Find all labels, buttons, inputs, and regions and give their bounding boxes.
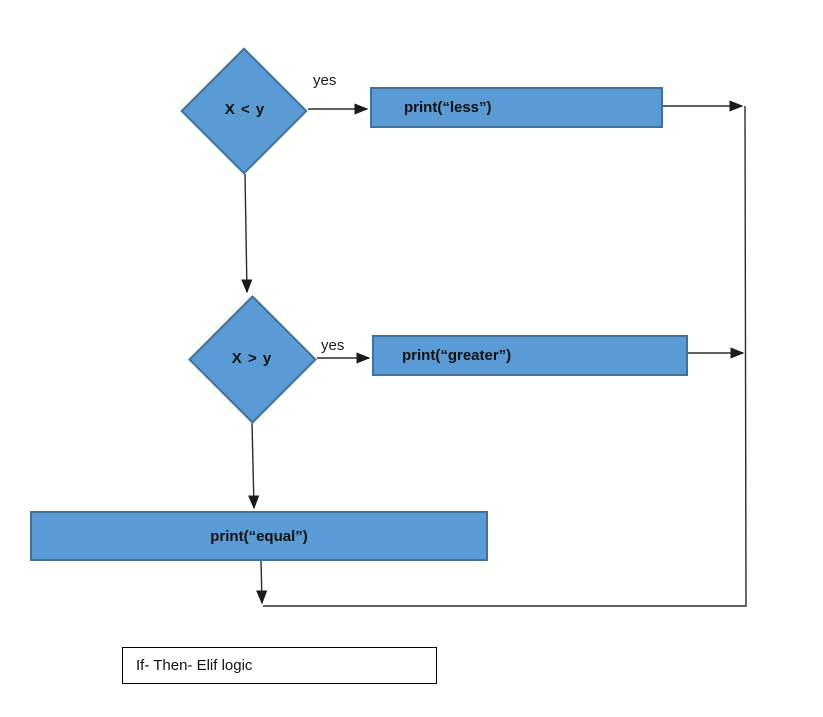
process-box-print-greater: print(“greater”) xyxy=(372,335,688,376)
edge-label-yes-less: yes xyxy=(313,72,337,89)
connector-decision-less-to-decision-greater xyxy=(241,173,253,294)
connector-process-equal-to-merge xyxy=(256,559,268,605)
process-label-print-equal: print(“equal”) xyxy=(210,527,308,545)
caption-label: If- Then- Elif logic xyxy=(136,657,253,674)
edge-label-yes-greater: yes xyxy=(321,337,345,354)
connector-decision-greater-to-process-equal xyxy=(248,422,260,510)
process-label-print-less: print(“less”) xyxy=(404,99,492,116)
decision-label-x-greater-y: X > y xyxy=(231,349,273,367)
process-label-print-greater: print(“greater”) xyxy=(402,347,512,364)
process-box-print-less: print(“less”) xyxy=(370,87,663,128)
process-box-print-equal: print(“equal”) xyxy=(30,511,488,561)
decision-label-x-less-y: X < y xyxy=(224,100,266,118)
caption-box: If- Then- Elif logic xyxy=(122,647,437,684)
